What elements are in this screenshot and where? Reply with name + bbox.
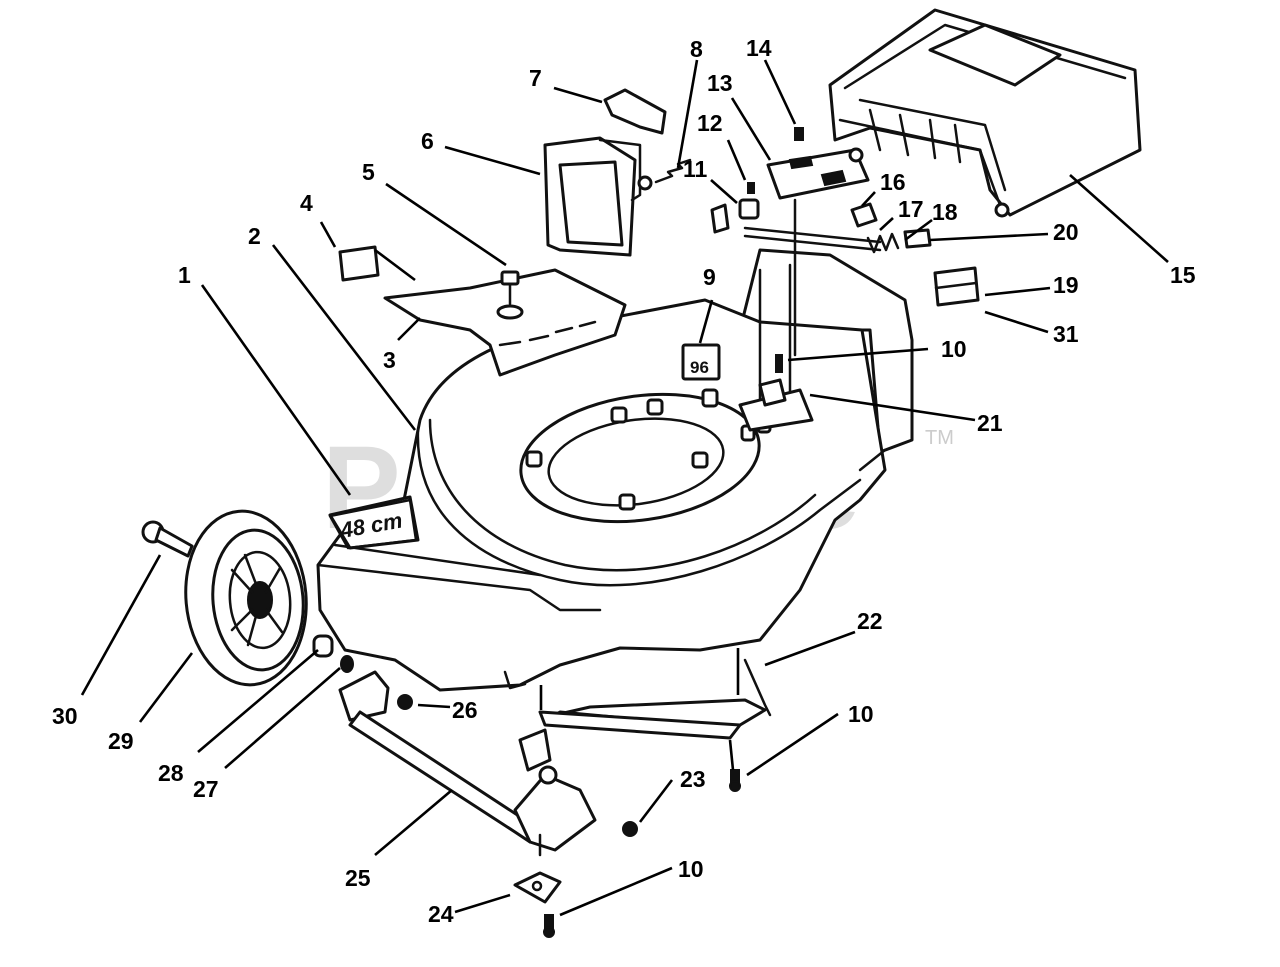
callout-5: 5 [362, 159, 375, 185]
watermark-trademark: TM [925, 427, 954, 449]
callout-10-bottom: 10 [678, 856, 704, 882]
callout-25: 25 [345, 865, 371, 891]
callout-2: 2 [248, 223, 261, 249]
callout-30: 30 [52, 703, 78, 729]
callout-10-rear: 10 [941, 336, 967, 362]
callout-labels: 1 2 3 4 5 6 7 8 9 10 10 10 11 12 13 14 1… [52, 35, 1196, 927]
callout-9: 9 [703, 264, 716, 290]
callout-13: 13 [707, 70, 733, 96]
callout-15: 15 [1170, 262, 1196, 288]
callout-22: 22 [857, 608, 883, 634]
discharge-chute [543, 136, 653, 257]
handle-bracket-assembly [710, 127, 980, 373]
callout-8: 8 [690, 36, 703, 62]
callout-3: 3 [383, 347, 396, 373]
baffle-plate [383, 268, 627, 377]
callout-27: 27 [193, 776, 219, 802]
wheel-bolt [141, 520, 194, 558]
mower-deck [316, 248, 914, 692]
warning-decal [338, 245, 380, 282]
callout-14: 14 [746, 35, 772, 61]
rear-axle [338, 670, 597, 857]
date-code-text: 96 [690, 358, 709, 377]
wheel-spacer [312, 634, 334, 658]
callout-20: 20 [1053, 219, 1079, 245]
callout-16: 16 [880, 169, 906, 195]
callout-26: 26 [452, 697, 478, 723]
callout-23: 23 [680, 766, 706, 792]
washer-27 [340, 655, 354, 673]
callout-7: 7 [529, 65, 542, 91]
adjuster-plate [513, 871, 562, 904]
callout-4: 4 [300, 190, 313, 216]
screw-10-bottom [543, 914, 555, 938]
callout-10-front: 10 [848, 701, 874, 727]
callout-6: 6 [421, 128, 434, 154]
callout-18: 18 [932, 199, 958, 225]
screw-5 [496, 270, 524, 320]
nut-26 [397, 694, 413, 710]
callout-21: 21 [977, 410, 1003, 436]
callout-19: 19 [1053, 272, 1079, 298]
callout-1: 1 [178, 262, 191, 288]
front-bracket [518, 658, 772, 772]
callout-12: 12 [697, 110, 723, 136]
rear-wheel [184, 509, 308, 687]
screw-10-right [729, 769, 741, 792]
callout-24: 24 [428, 901, 454, 927]
callout-31: 31 [1053, 321, 1079, 347]
callout-17: 17 [898, 196, 924, 222]
nut-23 [622, 821, 638, 837]
date-code-decal: 96 [681, 343, 721, 381]
callout-11: 11 [683, 156, 708, 182]
callout-28: 28 [158, 760, 184, 786]
chute-door [603, 88, 667, 135]
grass-catcher-hood [828, 8, 1142, 218]
leader-lines [80, 59, 1169, 917]
callout-29: 29 [108, 728, 134, 754]
